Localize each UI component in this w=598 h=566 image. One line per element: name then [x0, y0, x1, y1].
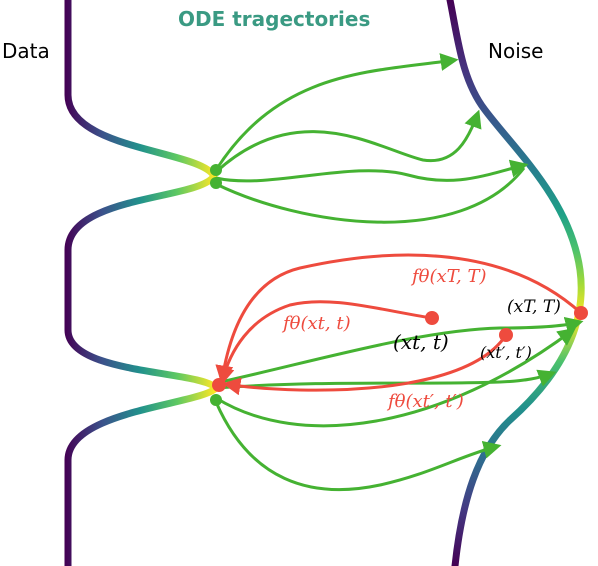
point-xt — [425, 311, 439, 325]
ode-trajectory — [215, 167, 526, 224]
point-xtp — [499, 328, 513, 342]
ode-trajectory — [215, 159, 529, 183]
data-point-top — [210, 177, 222, 189]
consistency-arrow-ftp — [222, 334, 508, 396]
data-point-red — [212, 378, 226, 392]
ode-trajectory — [214, 401, 502, 492]
ode-trajectory — [215, 317, 584, 385]
label-xt: (xt, t) — [393, 330, 449, 354]
label-xT: (xT, T) — [507, 297, 561, 317]
data-point-bottom — [210, 394, 222, 406]
label-ft: fθ(xt, t) — [281, 313, 351, 334]
label-ftp: fθ(xt′, t′) — [386, 391, 464, 412]
point-xT — [574, 306, 588, 320]
noise-label: Noise — [488, 39, 543, 63]
ode-trajectory — [215, 327, 576, 428]
consistency-arrow-fT — [215, 253, 583, 384]
ode-trajectory — [214, 109, 482, 174]
data-label: Data — [2, 39, 50, 63]
data-point-top — [210, 164, 222, 176]
data-distribution-curve — [64, 0, 220, 566]
label-fT: fθ(xT, T) — [410, 266, 487, 287]
ode-trajectory — [214, 53, 459, 171]
label-xtp: (xt′, t′) — [480, 343, 532, 362]
consistency-arrow-ft — [216, 300, 433, 386]
ode-trajectory — [215, 369, 557, 390]
ode-title: ODE tragectories — [178, 7, 370, 31]
